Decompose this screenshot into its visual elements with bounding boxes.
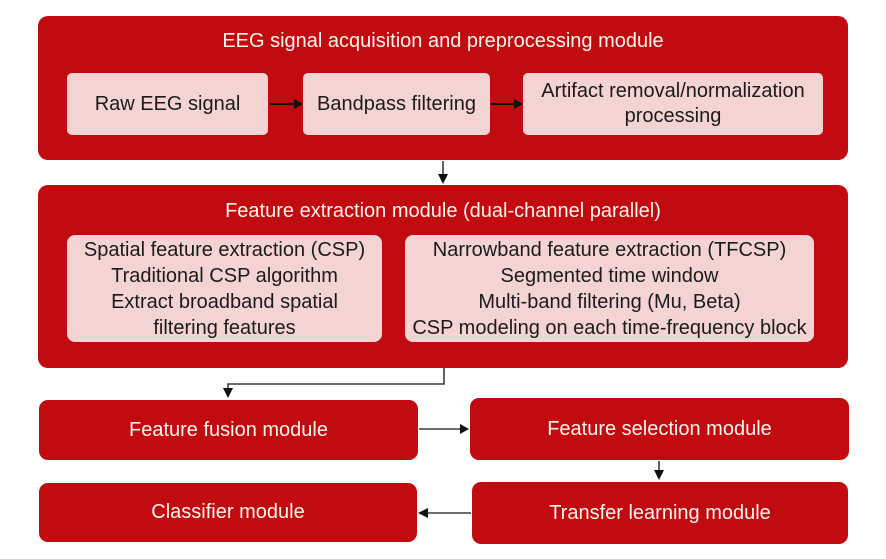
- spatial-channel-line: Extract broadband spatial: [111, 290, 338, 313]
- arrow-down-icon: [438, 161, 448, 184]
- acquisition-module-box: EEG signal acquisition and preprocessing…: [38, 16, 848, 160]
- acquisition-module-title: EEG signal acquisition and preprocessing…: [222, 30, 664, 52]
- feature-extraction-module-box: Feature extraction module (dual-channel …: [38, 185, 848, 368]
- narrowband-channel-line: Multi-band filtering (Mu, Beta): [478, 290, 741, 313]
- classifier-module-label: Classifier module: [151, 501, 305, 523]
- transfer-learning-module-box: Transfer learning module: [472, 482, 848, 544]
- spatial-channel-line: Spatial feature extraction (CSP): [83, 238, 366, 261]
- spatial-channel-box: Spatial feature extraction (CSP) Traditi…: [67, 235, 382, 342]
- narrowband-channel-line: Narrowband feature extraction (TFCSP): [432, 238, 787, 261]
- arrow-right-icon: [419, 424, 469, 434]
- narrowband-channel-line: Segmented time window: [500, 264, 719, 287]
- spatial-channel-line: filtering features: [153, 316, 296, 339]
- elbow-arrow-down-icon: [223, 368, 445, 398]
- feature-selection-module-label: Feature selection module: [547, 417, 772, 440]
- artifact-removal-label: Artifact removal/normalization processin…: [541, 80, 805, 127]
- spatial-channel-line: Traditional CSP algorithm: [111, 264, 338, 287]
- narrowband-channel-box: Narrowband feature extraction (TFCSP) Se…: [405, 235, 814, 342]
- artifact-removal-box: Artifact removal/normalization processin…: [523, 73, 823, 135]
- feature-selection-module-box: Feature selection module: [470, 398, 849, 460]
- narrowband-channel-line: CSP modeling on each time-frequency bloc…: [412, 316, 807, 339]
- transfer-learning-module-label: Transfer learning module: [549, 501, 771, 524]
- raw-eeg-signal-label: Raw EEG signal: [94, 92, 241, 115]
- arrow-left-icon: [418, 508, 471, 518]
- arrow-down-icon: [654, 461, 664, 480]
- feature-fusion-module-label: Feature fusion module: [128, 418, 328, 441]
- raw-eeg-signal-box: Raw EEG signal: [67, 73, 268, 135]
- feature-fusion-module-box: Feature fusion module: [39, 400, 418, 460]
- feature-extraction-module-title: Feature extraction module (dual-channel …: [225, 200, 661, 222]
- bandpass-filtering-box: Bandpass filtering: [303, 73, 490, 135]
- classifier-module-box: Classifier module: [39, 483, 417, 542]
- bandpass-filtering-label: Bandpass filtering: [317, 92, 476, 115]
